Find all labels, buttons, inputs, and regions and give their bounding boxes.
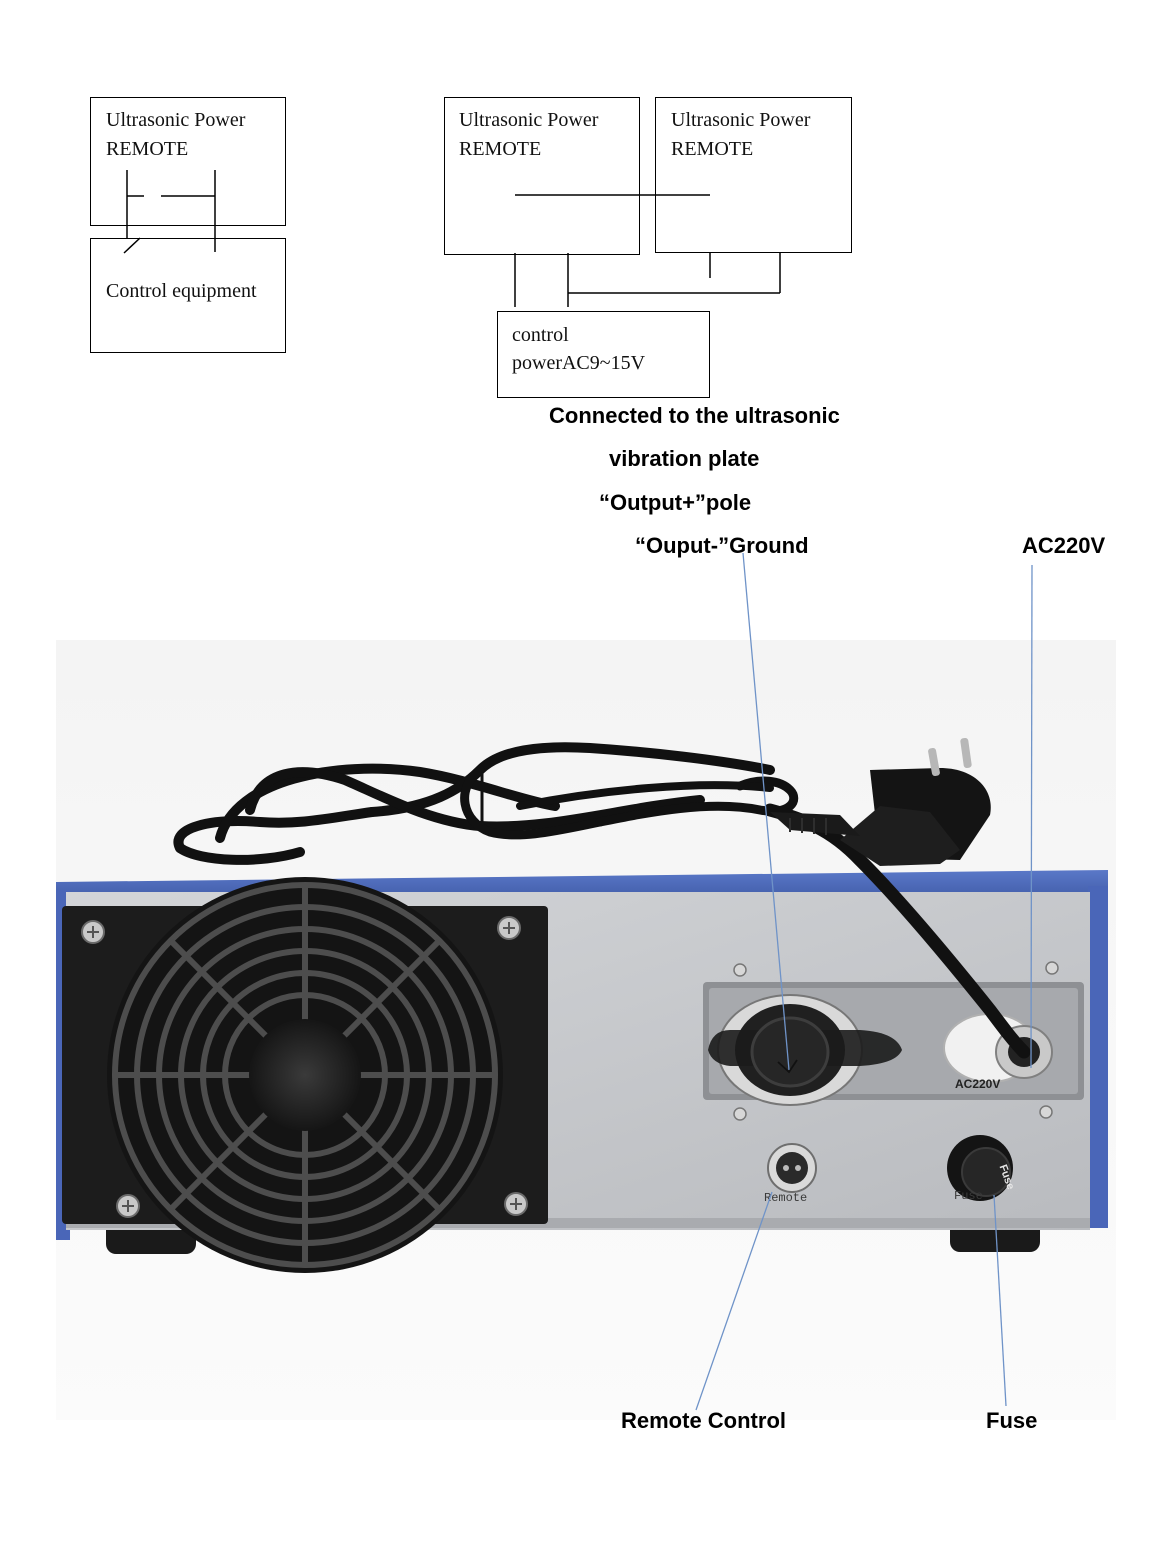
remote-port-marking: Remote (764, 1191, 807, 1205)
power-box-right-a (444, 97, 640, 255)
control-power-box (497, 311, 710, 398)
control-power-line1: control (512, 324, 569, 346)
fuse-holder-marking: Fuse (954, 1189, 983, 1203)
power-plug (770, 737, 991, 866)
ac-label: AC220V (1022, 533, 1106, 558)
output-label-line4: “Ouput-”Ground (635, 533, 809, 558)
power-box-left (90, 97, 286, 226)
output-label-line1: Connected to the ultrasonic (549, 403, 840, 428)
power-box-left-line1: Ultrasonic Power (106, 109, 246, 131)
leader-output (742, 552, 790, 1071)
fuse-label: Fuse (986, 1408, 1038, 1433)
leader-fuse (993, 1194, 1007, 1407)
output-label-line2: vibration plate (609, 446, 760, 471)
leader-ac (1030, 564, 1033, 1069)
power-box-right-b-line1: Ultrasonic Power (671, 109, 811, 131)
remote-control-label: Remote Control (621, 1408, 786, 1433)
power-box-right-b-line2: REMOTE (671, 138, 754, 160)
control-power-line2: powerAC9~15V (512, 352, 646, 374)
power-box-right-b (655, 97, 852, 253)
power-box-right-a-line2: REMOTE (459, 138, 542, 160)
control-equipment-label: Control equipment (106, 280, 257, 302)
power-box-left-line2: REMOTE (106, 138, 189, 160)
fuse-holder (947, 1135, 1013, 1201)
control-equipment-box (90, 238, 286, 353)
leader-lines (695, 552, 1033, 1411)
power-box-right-a-line1: Ultrasonic Power (459, 109, 599, 131)
remote-port (767, 1143, 817, 1193)
ac-socket-marking: AC220V (955, 1077, 1000, 1091)
output-connector (708, 994, 902, 1106)
leader-remote (695, 1191, 773, 1411)
left-switch-wiring (123, 170, 216, 254)
output-label-line3: “Output+”pole (599, 490, 752, 515)
power-cord (173, 742, 1031, 1059)
right-wiring (514, 194, 781, 307)
